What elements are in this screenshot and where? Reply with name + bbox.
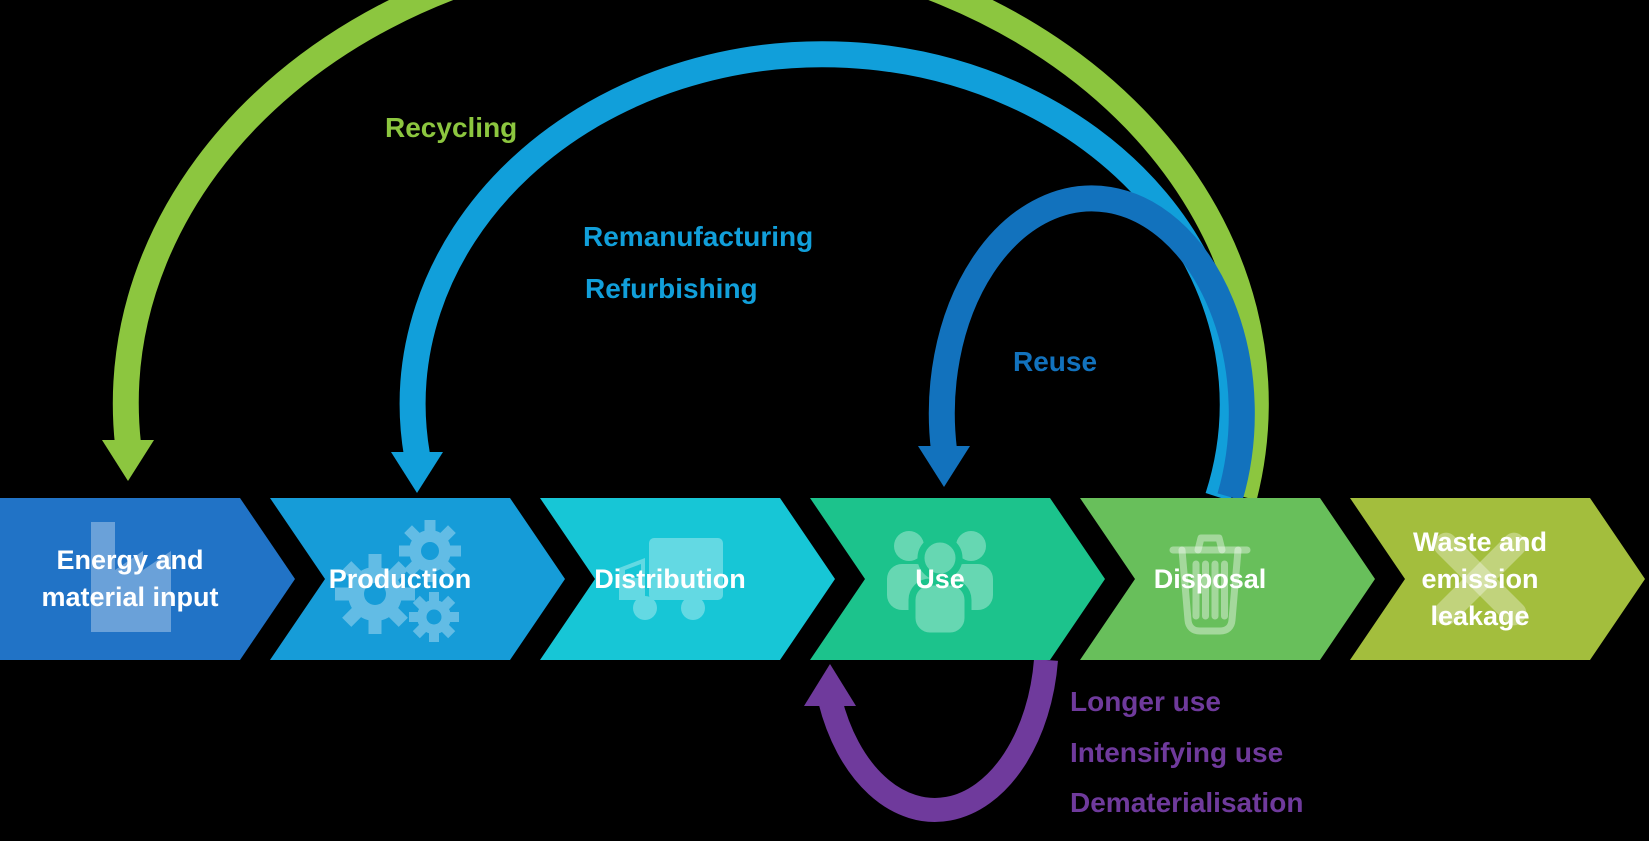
chevron-polygon	[270, 498, 565, 660]
chevron-shape	[1080, 498, 1375, 660]
stage-use: Use	[810, 498, 1105, 660]
reuse-arrow	[928, 185, 1255, 501]
chevron-polygon	[1080, 498, 1375, 660]
stage-label: Waste and emission leakage	[1412, 526, 1548, 631]
trash-icon	[1169, 534, 1251, 635]
chevron-shape	[540, 498, 835, 660]
cross-icon	[1433, 532, 1527, 626]
stage-label: Disposal	[1153, 563, 1267, 594]
reuse-label: Reuse	[1013, 346, 1097, 377]
chevron-shape	[810, 498, 1105, 660]
intensifying-use-label: Intensifying use	[1070, 737, 1283, 768]
stage-production: Production	[270, 498, 565, 660]
stage-disposal: Disposal	[1080, 498, 1375, 660]
dematerialisation-label: Dematerialisation	[1070, 787, 1303, 818]
longer-use-label: Longer use	[1070, 686, 1221, 717]
remanufacturing-arrow	[399, 41, 1246, 501]
recycling-arrowhead-icon	[102, 440, 154, 481]
stage-label: Energy and material input	[41, 545, 219, 612]
stage-waste-emission-leakage: Waste and emission leakage	[1350, 498, 1645, 660]
chevron-shape	[270, 498, 565, 660]
gears-icon	[335, 514, 465, 644]
chevron-polygon	[810, 498, 1105, 660]
people-icon	[875, 514, 1005, 644]
stage-label: Distribution	[594, 563, 746, 594]
refurbishing-label: Refurbishing	[585, 273, 758, 304]
chevron-polygon	[540, 498, 835, 660]
chevron-shape	[0, 498, 295, 660]
truck-icon	[605, 514, 735, 644]
stage-label: Use	[915, 563, 965, 594]
remanufacturing-label: Remanufacturing	[583, 221, 813, 252]
stage-distribution: Distribution	[540, 498, 835, 660]
recycling-label: Recycling	[385, 112, 517, 143]
chevron-polygon	[0, 498, 295, 660]
recycling-arrow	[112, 0, 1269, 501]
reuse-arrowhead-icon	[918, 446, 970, 487]
chevron-polygon	[1350, 498, 1645, 660]
stage-label: Production	[328, 563, 472, 594]
stage-energy-material-input: Energy and material input	[0, 498, 295, 660]
chevron-shape	[1350, 498, 1645, 660]
use-extension-arrow	[818, 659, 1058, 822]
use-extension-arrowhead-icon	[804, 664, 856, 706]
remanufacturing-arrowhead-icon	[391, 452, 443, 493]
factory-icon	[91, 522, 171, 632]
